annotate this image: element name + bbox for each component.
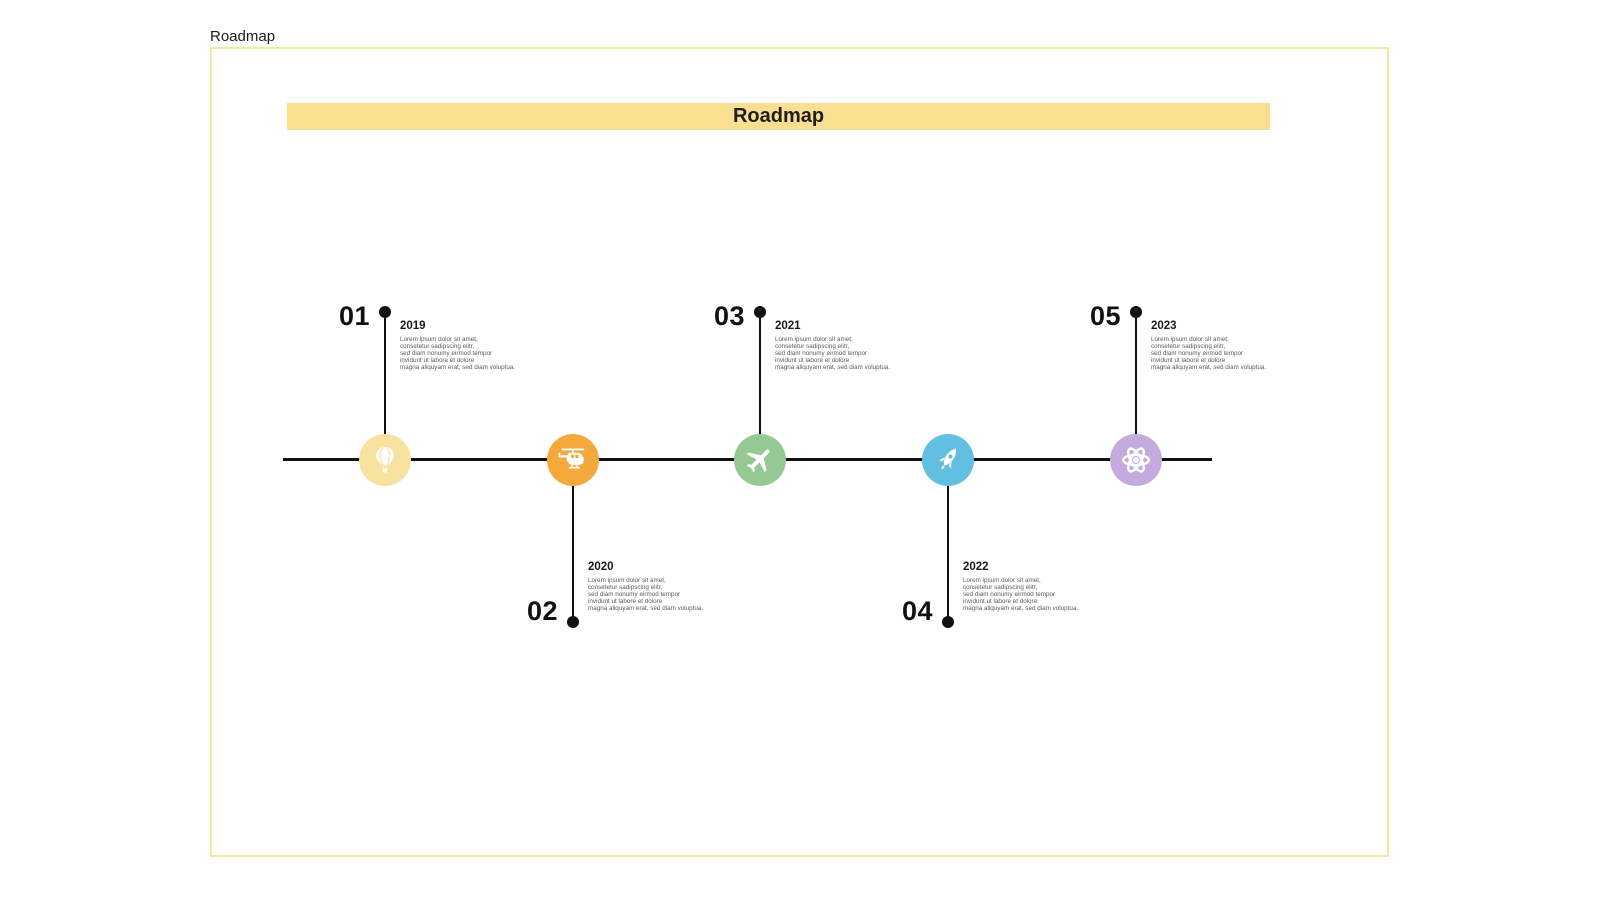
description-line: sed diam nonumy eirmod tempor [1151,350,1244,357]
milestone-description: Lorem ipsum dolor sit amet, consetetur s… [775,336,935,371]
milestone-number: 05 [1089,301,1121,331]
description-line: invidunt ut labore et dolore [775,357,850,364]
description-line: Lorem ipsum dolor sit amet, [400,336,478,343]
atom-icon [1122,447,1150,473]
description-line: Lorem ipsum dolor sit amet, [1151,336,1229,343]
description-line: magna aliquyam erat, sed diam voluptua. [775,364,891,371]
milestone-year: 2019 [400,320,426,332]
connector-line [1135,312,1137,434]
description-line: sed diam nonumy eirmod tempor [963,591,1056,598]
description-line: invidunt ut labore et dolore [588,598,663,605]
connector-dot [942,616,954,628]
description-line: magna aliquyam erat, sed diam voluptua. [400,364,516,371]
description-line: magna aliquyam erat, sed diam voluptua. [1151,364,1267,371]
milestone-circle [1110,434,1162,486]
description-line: consetetur sadipscing elitr, [400,343,475,350]
description-line: Lorem ipsum dolor sit amet, [775,336,853,343]
connector-line [759,312,761,434]
description-line: consetetur sadipscing elitr, [775,343,850,350]
helicopter-icon [558,448,585,469]
milestone-year: 2023 [1151,320,1177,332]
description-line: consetetur sadipscing elitr, [588,584,663,591]
milestone-description: Lorem ipsum dolor sit amet, consetetur s… [400,336,560,371]
milestone-number: 03 [713,301,745,331]
milestone-description: Lorem ipsum dolor sit amet, consetetur s… [588,577,748,612]
title-banner: Roadmap [287,103,1270,130]
airplane-icon [746,449,770,473]
description-line: invidunt ut labore et dolore [1151,357,1226,364]
milestone-number: 04 [901,596,933,626]
description-line: invidunt ut labore et dolore [400,357,475,364]
connector-dot [567,616,579,628]
milestone-year: 2021 [775,320,801,332]
milestone-circle [359,434,411,486]
milestone-info: 2022 Lorem ipsum dolor sit amet, consete… [963,561,1123,612]
connector-dot [754,306,766,318]
milestone-year: 2020 [588,561,614,573]
connector-dot [1130,306,1142,318]
milestone-info: 2019 Lorem ipsum dolor sit amet, consete… [400,320,560,371]
connector-line [384,312,386,434]
description-line: consetetur sadipscing elitr, [963,584,1038,591]
milestone-circle [547,434,599,486]
milestone-year: 2022 [963,561,989,573]
page-title: Roadmap [210,28,276,45]
hot-air-balloon-icon [376,446,394,473]
description-line: sed diam nonumy eirmod tempor [400,350,493,357]
milestone-description: Lorem ipsum dolor sit amet, consetetur s… [963,577,1123,612]
description-line: consetetur sadipscing elitr, [1151,343,1226,350]
milestone-info: 2020 Lorem ipsum dolor sit amet, consete… [588,561,748,612]
banner-title: Roadmap [732,105,825,127]
milestone-description: Lorem ipsum dolor sit amet, consetetur s… [1151,336,1311,371]
milestone-circle [734,434,786,486]
description-line: Lorem ipsum dolor sit amet, [588,577,666,584]
milestone-circle [922,434,974,486]
description-line: magna aliquyam erat, sed diam voluptua. [963,605,1079,612]
rocket-icon [938,448,957,470]
description-line: invidunt ut labore et dolore [963,598,1038,605]
description-line: Lorem ipsum dolor sit amet, [963,577,1041,584]
connector-dot [379,306,391,318]
connector-line [572,486,574,622]
milestone-info: 2023 Lorem ipsum dolor sit amet, consete… [1151,320,1311,371]
connector-line [947,486,949,622]
milestone-number: 01 [338,301,370,331]
description-line: sed diam nonumy eirmod tempor [775,350,868,357]
description-line: magna aliquyam erat, sed diam voluptua. [588,605,704,612]
milestone-number: 02 [526,596,558,626]
description-line: sed diam nonumy eirmod tempor [588,591,681,598]
milestone-info: 2021 Lorem ipsum dolor sit amet, consete… [775,320,935,371]
